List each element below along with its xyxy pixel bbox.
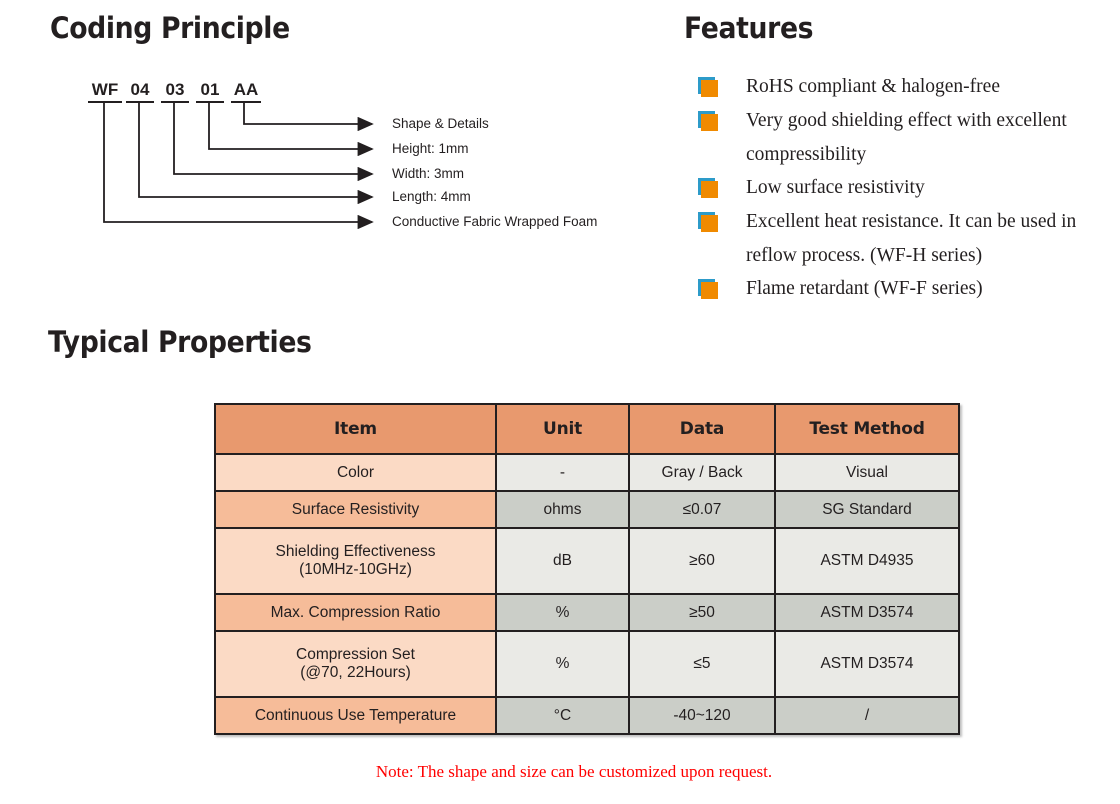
cell-test-method: / bbox=[774, 696, 960, 735]
bullet-square-icon bbox=[698, 171, 746, 205]
cell-unit: % bbox=[495, 593, 630, 632]
cell-test-method: ASTM D3574 bbox=[774, 593, 960, 632]
feature-item-label: Low surface resistivity bbox=[746, 177, 925, 198]
bullet-front-square-icon bbox=[701, 114, 718, 131]
part-number-token-1: 04 bbox=[126, 80, 154, 103]
cell-test-method: ASTM D3574 bbox=[774, 630, 960, 698]
cell-data: -40~120 bbox=[628, 696, 776, 735]
coding-principle-connectors bbox=[103, 101, 374, 230]
callout-label-2: Width: 3mm bbox=[392, 166, 465, 181]
bullet-front-square-icon bbox=[701, 80, 718, 97]
callout-label-0: Shape & Details bbox=[392, 116, 489, 131]
feature-item: Low surface resistivity bbox=[698, 171, 1098, 205]
bullet-front-square-icon bbox=[701, 282, 718, 299]
callout-connector-1 bbox=[208, 101, 374, 157]
bullet-square-icon bbox=[698, 104, 746, 138]
page-title-typical-properties: Typical Properties bbox=[48, 325, 312, 359]
bullet-square-icon bbox=[698, 70, 746, 104]
typical-properties-table: Item Unit Data Test Method Color-Gray / … bbox=[214, 403, 960, 735]
page-title-coding-principle: Coding Principle bbox=[50, 11, 290, 45]
column-header-test-method: Test Method bbox=[774, 403, 960, 455]
feature-item: Flame retardant (WF-F series) bbox=[698, 272, 1098, 306]
cell-test-method: SG Standard bbox=[774, 490, 960, 529]
callout-connector-2 bbox=[173, 101, 374, 182]
bullet-square-icon bbox=[698, 205, 746, 239]
cell-unit: % bbox=[495, 630, 630, 698]
callout-connector-4 bbox=[103, 101, 374, 230]
column-header-item: Item bbox=[214, 403, 497, 455]
cell-unit: °C bbox=[495, 696, 630, 735]
callout-label-4: Conductive Fabric Wrapped Foam bbox=[392, 214, 598, 229]
feature-item: RoHS compliant & halogen-free bbox=[698, 70, 1098, 104]
feature-item: Excellent heat resistance. It can be use… bbox=[698, 205, 1098, 272]
table-row: Continuous Use Temperature°C-40~120/ bbox=[214, 696, 960, 735]
feature-item-label: Flame retardant (WF-F series) bbox=[746, 278, 983, 299]
cell-data: ≥60 bbox=[628, 527, 776, 595]
table-row: Shielding Effectiveness(10MHz-10GHz)dB≥6… bbox=[214, 527, 960, 595]
part-number-token-3: 01 bbox=[196, 80, 224, 103]
feature-item-label: Very good shielding effect with excellen… bbox=[746, 110, 1067, 165]
table-header-row: Item Unit Data Test Method bbox=[214, 403, 960, 455]
cell-item: Compression Set(@70, 22Hours) bbox=[214, 630, 497, 698]
table-header: Item Unit Data Test Method bbox=[214, 403, 960, 455]
callout-connector-3 bbox=[138, 101, 374, 205]
cell-item: Shielding Effectiveness(10MHz-10GHz) bbox=[214, 527, 497, 595]
cell-unit: dB bbox=[495, 527, 630, 595]
cell-item: Max. Compression Ratio bbox=[214, 593, 497, 632]
table-note: Note: The shape and size can be customiz… bbox=[375, 762, 773, 781]
cell-data: ≤0.07 bbox=[628, 490, 776, 529]
column-header-data: Data bbox=[628, 403, 776, 455]
part-number-token-4: AA bbox=[231, 80, 261, 103]
cell-item: Color bbox=[214, 453, 497, 492]
bullet-front-square-icon bbox=[701, 181, 718, 198]
part-number-token-2: 03 bbox=[161, 80, 189, 103]
feature-item-label: RoHS compliant & halogen-free bbox=[746, 76, 1000, 97]
cell-data: ≤5 bbox=[628, 630, 776, 698]
cell-unit: - bbox=[495, 453, 630, 492]
part-number-token-0: WF bbox=[88, 80, 122, 103]
bullet-square-icon bbox=[698, 272, 746, 306]
feature-item: Very good shielding effect with excellen… bbox=[698, 104, 1098, 171]
feature-item-label: Excellent heat resistance. It can be use… bbox=[746, 211, 1077, 266]
cell-unit: ohms bbox=[495, 490, 630, 529]
cell-test-method: Visual bbox=[774, 453, 960, 492]
cell-item: Continuous Use Temperature bbox=[214, 696, 497, 735]
callout-label-3: Length: 4mm bbox=[392, 189, 471, 204]
column-header-unit: Unit bbox=[495, 403, 630, 455]
cell-data: Gray / Back bbox=[628, 453, 776, 492]
cell-data: ≥50 bbox=[628, 593, 776, 632]
cell-item: Surface Resistivity bbox=[214, 490, 497, 529]
cell-test-method: ASTM D4935 bbox=[774, 527, 960, 595]
callout-connector-0 bbox=[243, 101, 374, 132]
bullet-front-square-icon bbox=[701, 215, 718, 232]
page-title-features: Features bbox=[684, 11, 814, 45]
callout-label-1: Height: 1mm bbox=[392, 141, 469, 156]
